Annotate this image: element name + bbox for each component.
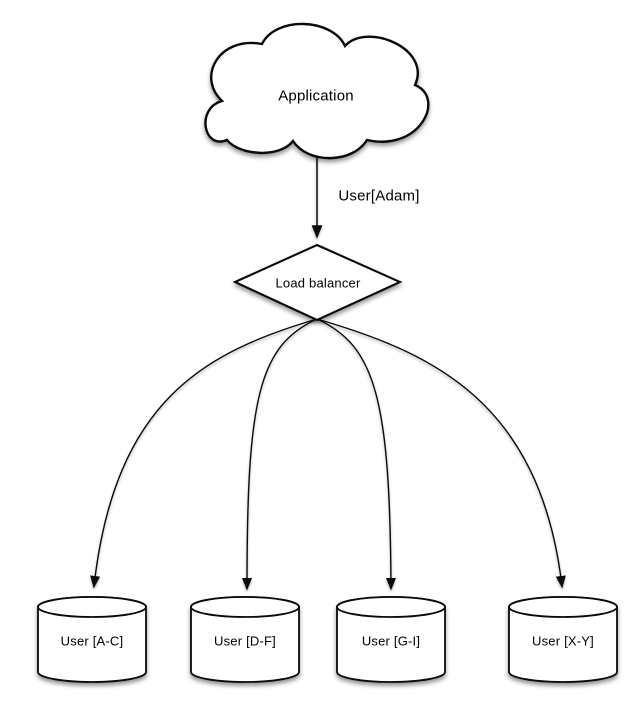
shard-gi-label: User [G-I]: [361, 633, 421, 649]
shard-ac-cylinder-shape: [37, 596, 147, 683]
shard-gi-cylinder-shape: [336, 596, 446, 683]
cylinder-top: [37, 596, 147, 618]
cylinder-top: [190, 596, 300, 618]
edge-lb-to-shard-xy: [316, 318, 566, 589]
edge-lb-to-shard-ac: [90, 318, 318, 589]
edge-lb-to-shard-gi: [316, 318, 396, 591]
load-balancer-diamond-shape: [232, 243, 403, 322]
shard-df-cylinder-shape: [190, 596, 300, 683]
shard-xy-label: User [X-Y]: [532, 633, 594, 649]
edge-app-to-lb-label: User[Adam]: [338, 187, 420, 205]
edge-lb-to-shard-df: [241, 318, 318, 591]
cylinder-top: [508, 596, 618, 618]
cylinder-top: [336, 596, 446, 618]
application-cloud-shape: [204, 22, 430, 160]
application-label: Application: [278, 87, 354, 105]
load-balancer-label: Load balancer: [275, 275, 361, 291]
shard-ac-label: User [A-C]: [60, 633, 124, 649]
edges-lb-to-shards: [90, 318, 566, 591]
shard-xy-cylinder-shape: [508, 596, 618, 683]
shard-df-label: User [D-F]: [214, 633, 276, 649]
